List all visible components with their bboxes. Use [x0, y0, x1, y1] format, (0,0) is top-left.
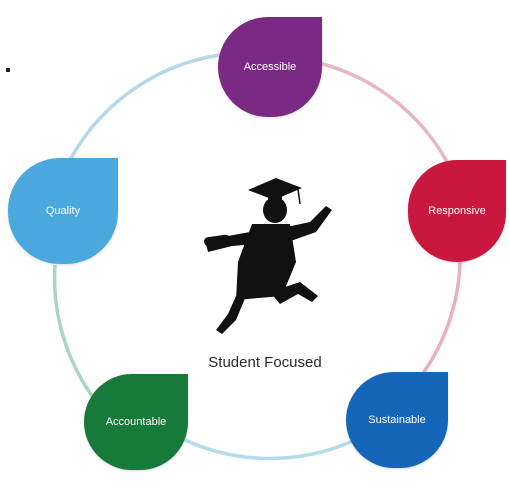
stray-mark [6, 68, 10, 72]
node-responsive-label: Responsive [428, 205, 486, 217]
node-accessible-label: Accessible [243, 61, 297, 73]
node-accountable-label: Accountable [105, 416, 167, 428]
node-responsive: Responsive [408, 160, 506, 262]
node-accountable: Accountable [84, 374, 188, 470]
ring-segment-sustainable-accountable [184, 438, 356, 461]
ring-segment-accessible-responsive [314, 60, 457, 179]
ring-segment-accountable-quality [52, 264, 97, 402]
ring-segment-responsive-sustainable [408, 249, 462, 392]
center-title: Student Focused [208, 354, 322, 371]
node-accessible: Accessible [218, 17, 322, 117]
graduate-leaping-icon [204, 178, 332, 334]
node-sustainable: Sustainable [346, 372, 448, 468]
node-sustainable-label: Sustainable [368, 414, 426, 426]
ring-segment-quality-accessible [68, 53, 221, 161]
node-quality: Quality [8, 158, 118, 264]
node-quality-label: Quality [45, 205, 81, 217]
